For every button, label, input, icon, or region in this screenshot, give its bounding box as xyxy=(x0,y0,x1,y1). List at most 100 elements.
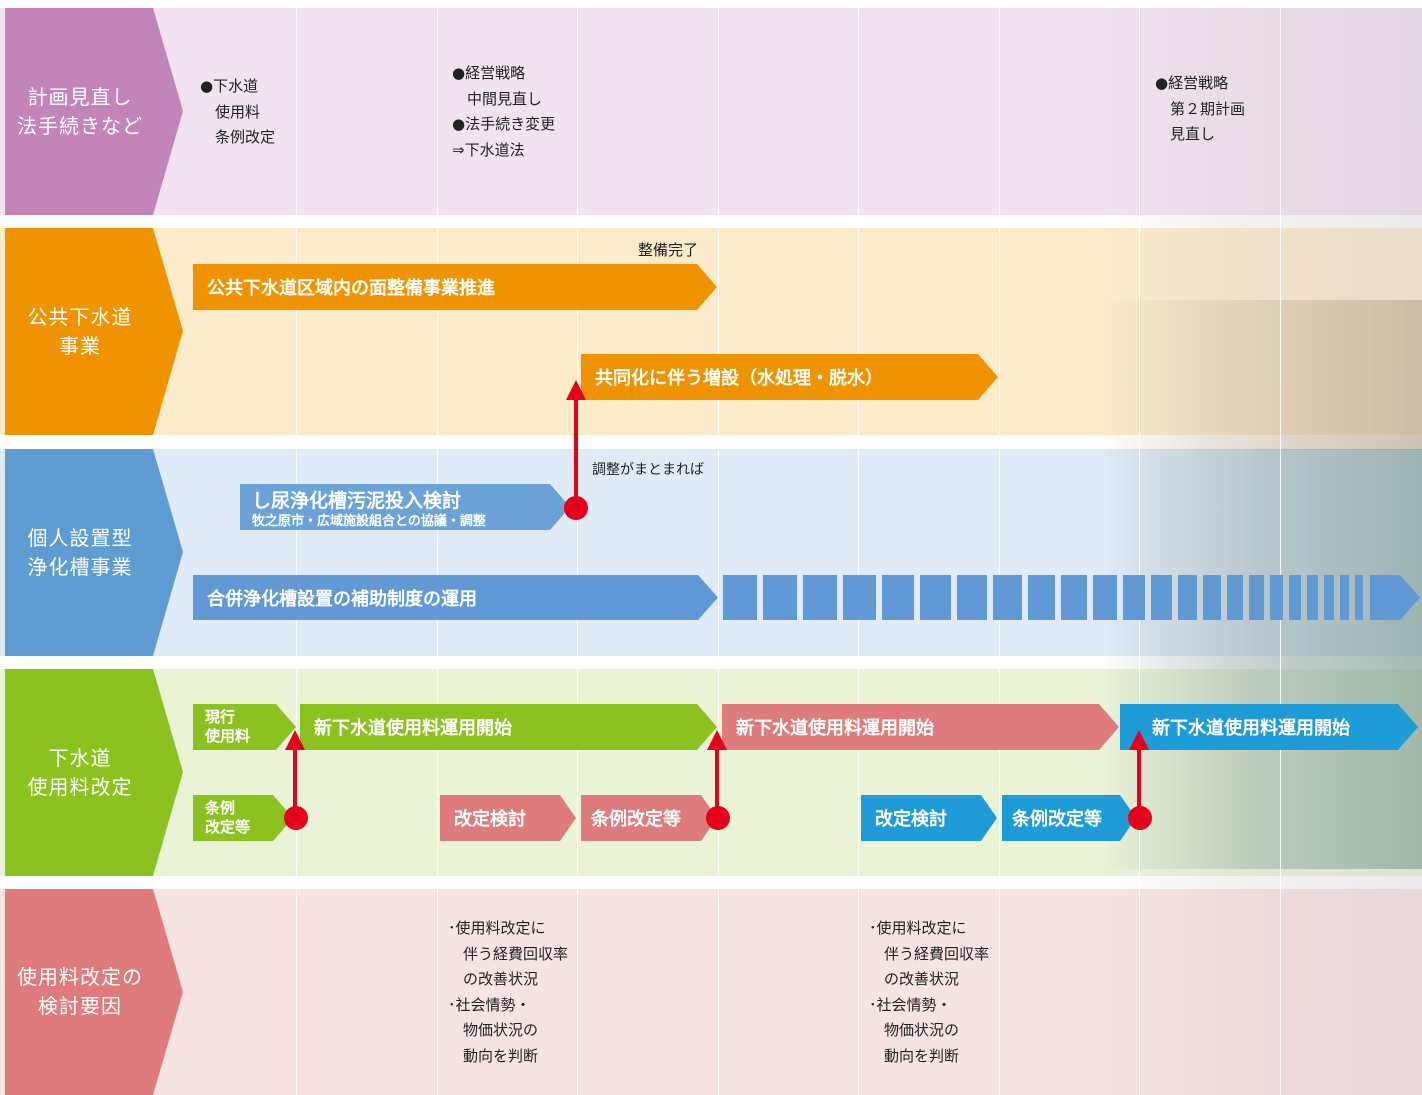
row-label: 計画見直し 法手続きなど xyxy=(17,84,143,138)
continuation-block xyxy=(1340,575,1349,620)
arrow-shape xyxy=(193,264,717,310)
plan-note-midterm: ●経営戦略 中間見直し ●法手続き変更 ⇒下水道法 xyxy=(452,64,556,159)
factors-note-1: ･使用料改定に 伴う経費回収率 の改善状況 ･社会情勢・ 物価状況の 動向を判断 xyxy=(448,919,569,1065)
continuation-block xyxy=(1307,575,1318,620)
row-header-shape xyxy=(5,449,183,656)
arrow-shape xyxy=(193,575,718,620)
connector-arrowhead xyxy=(566,380,586,400)
arrow-amend-2: 条例改定等 xyxy=(1002,795,1136,841)
continuation-block xyxy=(1270,575,1283,620)
row-label: 下水道 使用料改定 xyxy=(27,745,133,799)
arrow-shape xyxy=(1002,795,1136,841)
arrow-label: 新下水道使用料運用開始 xyxy=(314,718,512,739)
arrow-label: 公共下水道区域内の面整備事業推進 xyxy=(207,278,495,299)
continuation-block xyxy=(1061,575,1087,620)
connector-line xyxy=(574,395,578,507)
continuation-block xyxy=(1123,575,1145,620)
arrow-new-fee-start-1: 新下水道使用料運用開始 xyxy=(300,704,717,750)
continuation-block xyxy=(1324,575,1334,620)
continuation-block xyxy=(1178,575,1197,620)
row-header-shape xyxy=(5,228,183,435)
arrow-shape xyxy=(1370,575,1420,620)
arrow-label: 条例改定等 xyxy=(1012,809,1102,830)
continuation-arrowhead xyxy=(1370,575,1420,620)
grid-line xyxy=(999,8,1000,1095)
scenery-shore xyxy=(1100,300,1422,450)
arrow-shape xyxy=(1120,704,1418,750)
arrow-current-fee: 現行 使用料 xyxy=(193,704,296,750)
completion-label: 整備完了 xyxy=(638,241,699,259)
continuation-block xyxy=(1151,575,1172,620)
row-label: 使用料改定の 検討要因 xyxy=(17,965,143,1018)
connector-dot xyxy=(706,806,730,830)
arrow-label: 改定検討 xyxy=(454,809,526,830)
grid-line xyxy=(1139,8,1140,1095)
arrow-joint-expansion: 共同化に伴う増設（水処理・脱水） xyxy=(581,354,998,400)
continuation-block xyxy=(993,575,1022,620)
band-plan xyxy=(0,8,1422,215)
continuation-block xyxy=(920,575,951,620)
connector-arrowhead xyxy=(707,730,727,750)
arrow-label: 改定検討 xyxy=(875,809,947,830)
adjustment-note: 調整がまとまれば xyxy=(592,462,704,478)
connector-arrowhead xyxy=(1129,730,1149,750)
factors-note-2: ･使用料改定に 伴う経費回収率 の改善状況 ･社会情勢・ 物価状況の 動向を判断 xyxy=(869,919,990,1065)
arrow-label: 新下水道使用料運用開始 xyxy=(1152,718,1350,739)
continuation-block xyxy=(1249,575,1264,620)
connector-dot xyxy=(284,806,308,830)
arrow-shape xyxy=(722,704,1119,750)
grid-line xyxy=(577,8,578,1095)
continuation-block xyxy=(957,575,987,620)
arrow-shape xyxy=(193,795,293,841)
row-label: 個人設置型 浄化槽事業 xyxy=(27,525,133,579)
arrow-label: 合併浄化槽設置の補助制度の運用 xyxy=(207,588,477,610)
arrow-shape xyxy=(193,704,296,750)
plan-note-ordinance: ●下水道 使用料 条例改定 xyxy=(200,77,276,146)
continuation-block xyxy=(882,575,914,620)
grid-line xyxy=(296,8,297,1095)
arrow-label: 現行 使用料 xyxy=(205,708,251,745)
continuation-block xyxy=(763,575,797,620)
arrow-new-fee-start-2: 新下水道使用料運用開始 xyxy=(722,704,1119,750)
continuation-block xyxy=(1355,575,1363,620)
row-header-shape xyxy=(5,8,183,215)
arrow-shape xyxy=(861,795,997,841)
row-label: 公共下水道 事業 xyxy=(27,304,133,358)
continuation-block xyxy=(1227,575,1243,620)
arrow-label: 共同化に伴う増設（水処理・脱水） xyxy=(595,368,883,389)
continuation-block xyxy=(1028,575,1055,620)
arrow-shape xyxy=(581,795,717,841)
connector-line xyxy=(715,745,719,817)
continuation-block xyxy=(1289,575,1301,620)
arrow-label: 条例 改定等 xyxy=(205,799,251,836)
row-header-factors: 使用料改定の 検討要因 xyxy=(5,889,185,1095)
arrow-new-fee-start-3: 新下水道使用料運用開始 xyxy=(1120,704,1418,750)
plan-note-second-plan: ●経営戦略 第２期計画 見直し xyxy=(1155,74,1246,143)
row-header-shape xyxy=(5,669,183,876)
arrow-review-2: 改定検討 xyxy=(861,795,997,841)
continuation-block xyxy=(1203,575,1221,620)
continuation-block xyxy=(1093,575,1117,620)
grid-line xyxy=(858,8,859,1095)
arrow-shape xyxy=(440,795,576,841)
grid-line xyxy=(718,8,719,1095)
connector-arrowhead xyxy=(285,730,305,750)
connector-dot xyxy=(1128,806,1152,830)
connector-line xyxy=(293,745,297,817)
arrow-ordinance-amend-1: 条例 改定等 xyxy=(193,795,293,841)
row-header-plan: 計画見直し 法手続きなど xyxy=(5,8,185,215)
arrow-label: 条例改定等 xyxy=(591,809,681,830)
arrow-label: 新下水道使用料運用開始 xyxy=(736,718,934,739)
grid-line xyxy=(1280,8,1281,1095)
band-public xyxy=(0,228,1422,435)
band-factors xyxy=(0,889,1422,1095)
arrow-shape xyxy=(581,354,998,400)
scenery-sea xyxy=(1100,449,1422,869)
row-header-septic: 個人設置型 浄化槽事業 xyxy=(5,449,185,656)
row-header-public: 公共下水道 事業 xyxy=(5,228,185,435)
continuation-block xyxy=(843,575,876,620)
arrow-sublabel: 牧之原市・広域施設組合との協議・調整 xyxy=(252,514,486,529)
arrow-label: し尿浄化槽汚泥投入検討 xyxy=(252,490,462,512)
continuation-block xyxy=(723,575,757,620)
arrow-subsidy: 合併浄化槽設置の補助制度の運用 xyxy=(193,575,718,620)
